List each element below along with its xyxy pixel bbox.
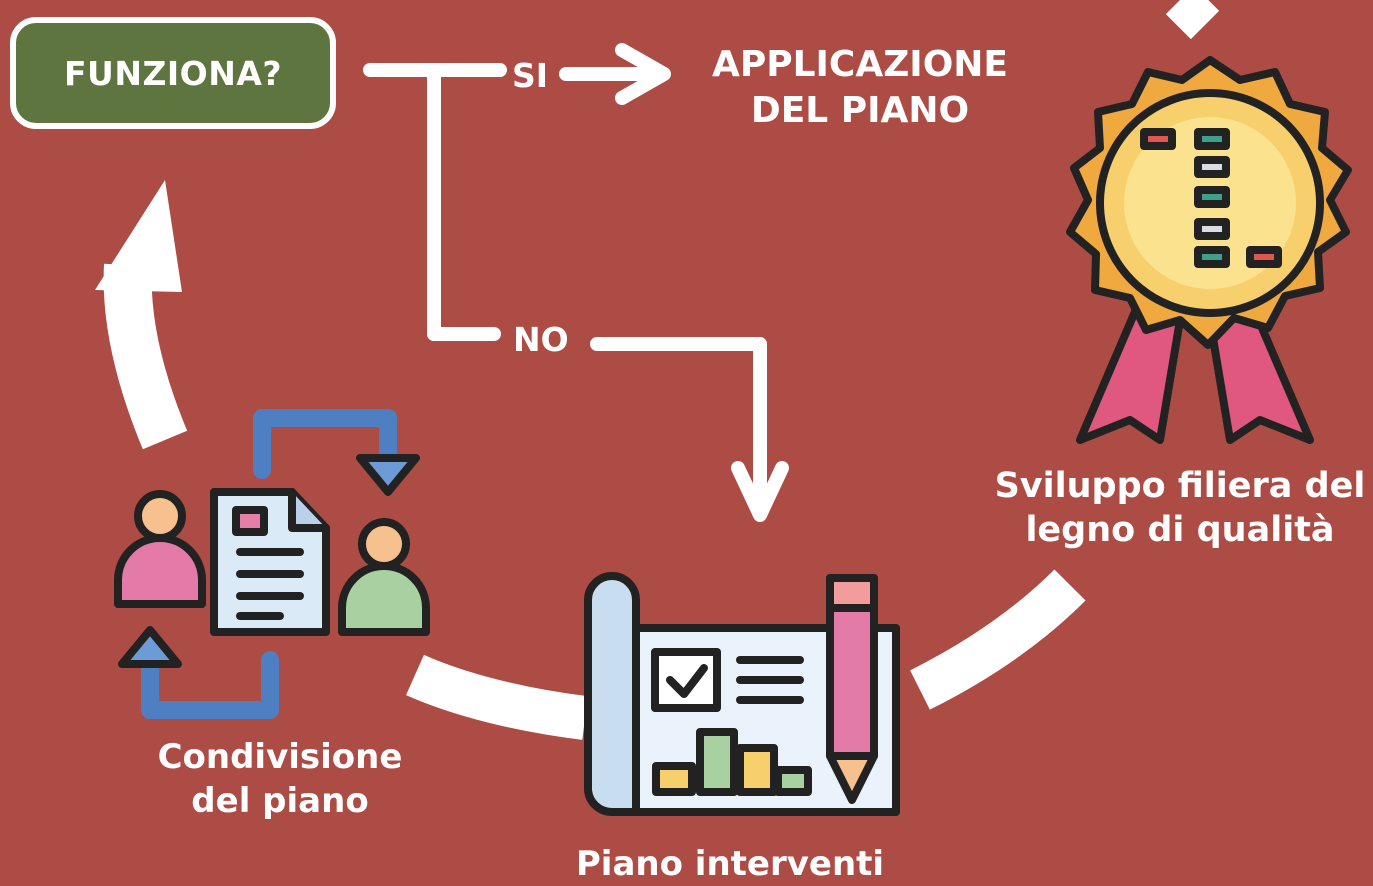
step-caption-development: Sviluppo filiera del legno di qualità (990, 464, 1370, 552)
step-caption-line-2: legno di qualità (1025, 510, 1335, 550)
outcome-text: APPLICAZIONE DEL PIANO (680, 42, 1040, 134)
step-caption-line-1: Piano interventi (575, 844, 885, 884)
step-caption-line-2: del piano (191, 781, 369, 821)
cycle-arc-bottom (406, 654, 588, 740)
cycle-arc-right (910, 569, 1086, 710)
yes-label: SI (512, 56, 549, 95)
outcome-line-2: DEL PIANO (750, 90, 970, 131)
no-label: NO (513, 320, 569, 359)
no-arrow-head (731, 461, 789, 522)
yes-arrow-head (615, 43, 671, 105)
cycle-arc-top (1165, 0, 1220, 40)
step-caption-sharing: Condivisione del piano (120, 735, 440, 823)
step-caption-line-1: Sviluppo filiera del (994, 466, 1366, 506)
decision-question: FUNZIONA? (63, 53, 283, 93)
step-caption-line-1: Condivisione (157, 737, 403, 777)
outcome-line-1: APPLICAZIONE (711, 44, 1009, 85)
no-arrow-path (590, 337, 767, 517)
cycle-arrowhead-up (95, 180, 182, 292)
decision-box: FUNZIONA? (10, 17, 336, 129)
step-caption-plan: Piano interventi (540, 842, 920, 886)
